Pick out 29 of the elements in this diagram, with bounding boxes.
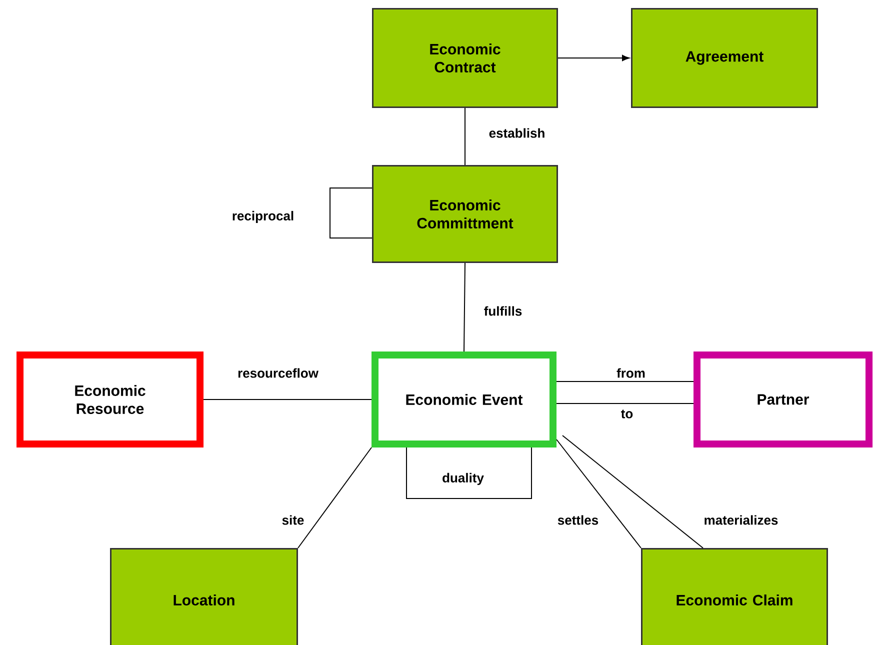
edge-label: resourceflow xyxy=(236,367,320,379)
connector-line xyxy=(298,447,372,548)
connector-line xyxy=(556,381,694,382)
class-box: Partner xyxy=(694,352,872,448)
edge-label: fulfills xyxy=(482,305,524,317)
connector-line xyxy=(464,108,466,166)
connector-line xyxy=(556,403,694,404)
class-box: Location xyxy=(110,548,298,645)
edge-label: to xyxy=(620,408,634,420)
arrow xyxy=(558,54,630,62)
edge-label: reciprocal xyxy=(230,210,296,224)
edge-label: settles xyxy=(556,514,600,526)
connector-line xyxy=(203,399,372,400)
edge-label: site xyxy=(280,514,306,526)
class-box: Economic Contract xyxy=(372,8,558,108)
class-box: Agreement xyxy=(631,8,818,108)
edge-label: establish xyxy=(488,127,546,139)
class-box: Economic Claim xyxy=(641,548,828,645)
class-box: Economic Event xyxy=(372,352,556,448)
edge-label: duality xyxy=(441,472,485,486)
connector-line xyxy=(406,447,532,499)
connector-line xyxy=(556,439,642,548)
edge-label: materializes xyxy=(702,514,780,526)
edge-label: from xyxy=(616,367,646,379)
connector-line xyxy=(330,188,372,238)
class-box: Economic Committment xyxy=(372,165,558,263)
connector-line xyxy=(464,262,466,352)
connector-line xyxy=(562,435,704,548)
class-box: Economic Resource xyxy=(16,352,204,448)
